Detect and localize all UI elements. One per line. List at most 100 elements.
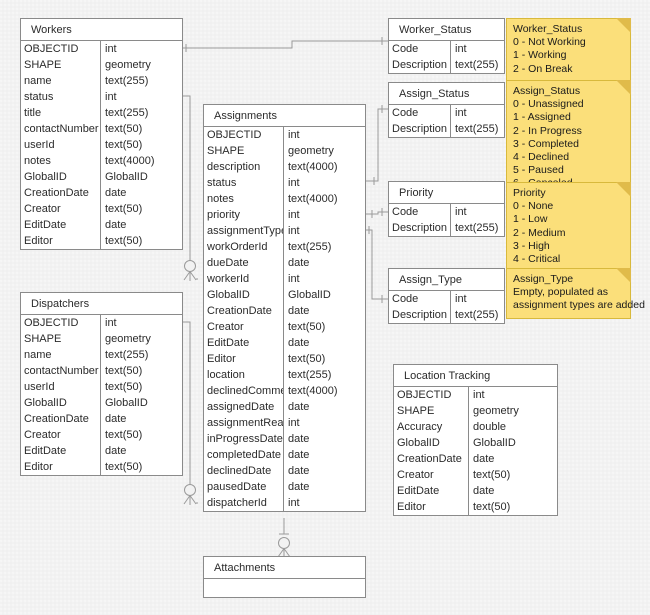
field-name: CreationDate [21,185,101,201]
field-type: text(50) [288,353,326,365]
field-name: EditDate [21,443,101,459]
field-name: CreationDate [204,303,284,319]
field-name: Creator [21,427,101,443]
field-type: GlobalID [473,437,516,449]
note-title: Assign_Type [513,273,574,285]
field-name: name [21,347,101,363]
field-type: int [455,43,467,55]
note-assign-type[interactable]: Assign_Type Empty, populated as assignme… [506,268,645,319]
note-assign-status[interactable]: Assign_Status 0 - Unassigned 1 - Assigne… [506,80,631,197]
field-type: date [288,305,310,317]
note-worker-status[interactable]: Worker_Status 0 - Not Working 1 - Workin… [506,18,631,82]
field-name: OBJECTID [21,315,101,331]
field-name: OBJECTID [21,41,101,57]
entity-location-tracking-title: Location Tracking [394,365,557,387]
field-type: date [288,433,310,445]
note-line: 3 - High [513,239,550,252]
field-name: declinedComment [204,383,284,399]
field-name: title [21,105,101,121]
field-type: int [288,273,300,285]
table-row: SHAPE geometry [21,57,182,73]
field-type: text(255) [455,309,499,321]
field-type: text(4000) [288,161,338,173]
field-name: Creator [204,319,284,335]
field-name: name [21,73,101,89]
field-type: double [473,421,507,433]
table-row: Editor text(50) [204,351,365,367]
field-name: dueDate [204,255,284,271]
entity-attachments[interactable]: Attachments [203,556,366,598]
note-fold-icon [616,182,631,197]
field-type: date [105,413,127,425]
field-name: Description [389,307,451,323]
field-type: int [288,209,300,221]
field-type: int [455,107,467,119]
field-name: contactNumber [21,363,101,379]
note-priority[interactable]: Priority 0 - None 1 - Low 2 - Medium 3 -… [506,182,631,273]
note-fold-icon [616,268,631,283]
field-type: text(50) [288,321,326,333]
field-type: text(4000) [105,155,155,167]
field-name: OBJECTID [204,127,284,143]
field-type: text(4000) [288,193,338,205]
field-type: text(50) [105,203,143,215]
field-name: Editor [204,351,284,367]
note-fold-icon [616,80,631,95]
table-row: declinedDate date [204,463,365,479]
field-name: completedDate [204,447,284,463]
field-name: notes [204,191,284,207]
field-type: int [288,417,300,429]
field-type: int [455,293,467,305]
field-type: date [473,485,495,497]
field-name: SHAPE [204,143,284,159]
field-type: text(255) [288,369,332,381]
field-name: Description [389,121,451,137]
field-name: SHAPE [21,57,101,73]
field-type: text(50) [105,381,143,393]
field-name: dispatcherId [204,495,284,511]
note-title: Worker_Status [513,23,583,35]
field-type: int [105,43,117,55]
field-name: declinedDate [204,463,284,479]
note-line: 4 - Critical [513,253,561,266]
field-type: geometry [105,59,151,71]
field-name: SHAPE [21,331,101,347]
field-name: pausedDate [204,479,284,495]
note-line: Empty, populated as [513,286,608,299]
entity-priority-title: Priority [389,182,504,204]
field-name: Creator [394,467,469,483]
field-name: status [21,89,101,105]
field-type: date [288,465,310,477]
field-name: status [204,175,284,191]
